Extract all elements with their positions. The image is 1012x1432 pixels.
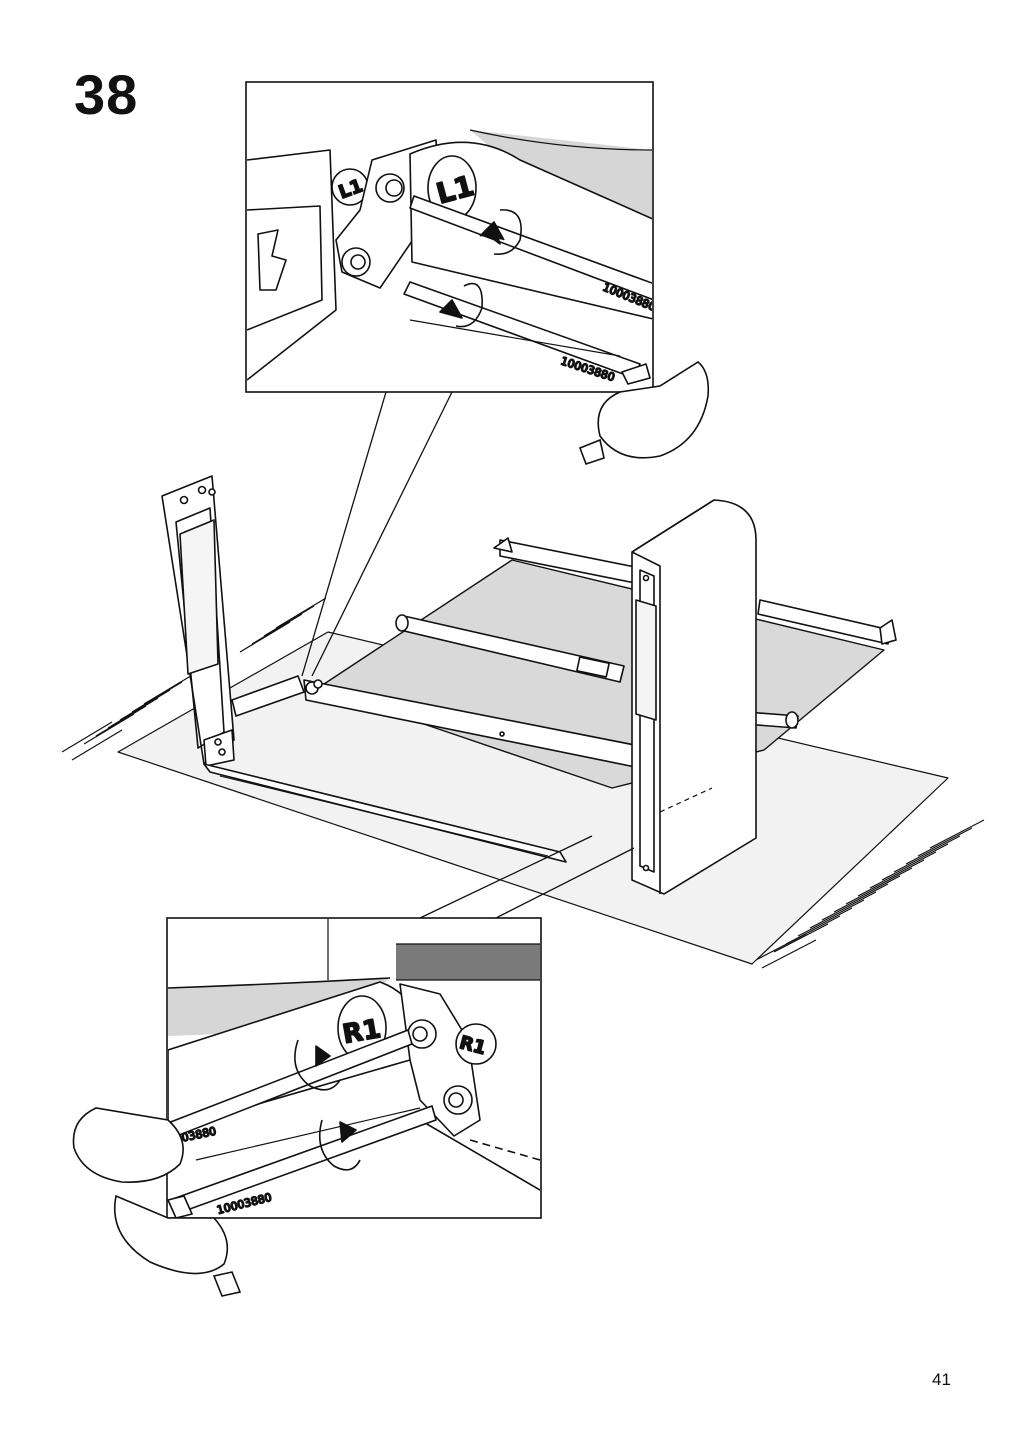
roller-bar-3 [757, 599, 891, 645]
floor-hatching [61, 597, 985, 969]
detail-bottom: R1 R1 10003880 10003880 [72, 917, 542, 1297]
allen-key-icon [409, 195, 652, 301]
step-number: 38 [74, 63, 139, 126]
floor-rug [117, 631, 949, 965]
marker-r1-right: R1 [457, 1032, 488, 1059]
left-end-frame [161, 475, 305, 767]
main-scene [61, 475, 985, 969]
detail-top: L1 L1 10003880 10003880 [245, 81, 710, 466]
rotate-arrow-icon [493, 209, 522, 256]
page-number: 41 [932, 1370, 951, 1389]
textured-strip [396, 944, 540, 980]
armrest-panel [631, 499, 757, 895]
front-rail [203, 763, 567, 863]
callout-leaders [301, 391, 635, 919]
